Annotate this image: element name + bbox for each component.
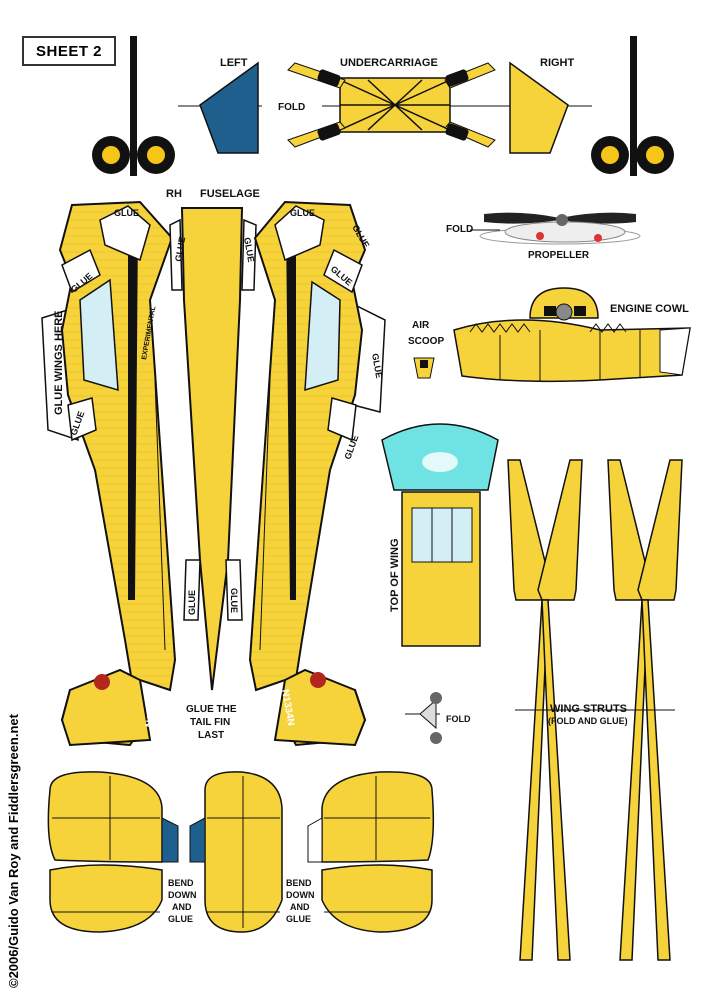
bend-label-left-3: AND bbox=[172, 902, 192, 912]
bend-label-right-4: GLUE bbox=[286, 914, 311, 924]
glue-tail-line-3: LAST bbox=[198, 730, 224, 741]
fuselage-label: FUSELAGE bbox=[200, 188, 260, 200]
wing-struts-label: WING STRUTS bbox=[550, 703, 627, 715]
right-tail-panel bbox=[506, 61, 592, 154]
glue-tab-label: GLUE bbox=[290, 208, 315, 218]
top-of-wing-label: TOP OF WING bbox=[389, 538, 401, 612]
stabilizer-right bbox=[307, 771, 435, 933]
bend-label-left-1: BEND bbox=[168, 878, 194, 888]
stabilizer-center bbox=[189, 771, 283, 933]
fold-label-tail-wheel: FOLD bbox=[446, 714, 471, 724]
air-scoop-part bbox=[413, 357, 435, 379]
glue-tab-label: GLUE bbox=[173, 236, 187, 262]
top-of-wing-part bbox=[381, 423, 499, 647]
bend-label-left-2: DOWN bbox=[168, 890, 197, 900]
left-tail-panel bbox=[178, 61, 262, 154]
stabilizer-left bbox=[47, 771, 179, 933]
bend-label-right-2: DOWN bbox=[286, 890, 315, 900]
wheel-pair-left bbox=[92, 36, 175, 176]
left-label: LEFT bbox=[220, 57, 248, 69]
scoop-label: SCOOP bbox=[408, 336, 444, 347]
wheel-pair-right bbox=[591, 36, 674, 176]
glue-tab-label: GLUE bbox=[242, 237, 256, 263]
glue-tab-label: GLUE bbox=[370, 353, 384, 379]
glue-tab-label: GLUE bbox=[114, 208, 139, 218]
tail-wheel-part bbox=[405, 692, 442, 744]
fold-and-glue-label: (FOLD AND GLUE) bbox=[548, 716, 628, 726]
wing-struts-part bbox=[507, 459, 683, 961]
bend-label-right-1: BEND bbox=[286, 878, 312, 888]
glue-wings-here-label: GLUE WINGS HERE bbox=[53, 310, 65, 415]
glue-tab-label: GLUE bbox=[187, 590, 197, 615]
glue-tail-line-2: TAIL FIN bbox=[190, 717, 230, 728]
right-label: RIGHT bbox=[540, 57, 575, 69]
registration-left: N1334N bbox=[144, 690, 161, 728]
fold-label-propeller: FOLD bbox=[446, 224, 473, 235]
undercarriage-part bbox=[287, 62, 560, 148]
fuselage-left-side bbox=[41, 200, 177, 747]
bend-label-right-3: AND bbox=[290, 902, 310, 912]
propeller-label: PROPELLER bbox=[528, 250, 590, 261]
propeller-part bbox=[470, 212, 641, 245]
copyright-notice: ©2006/Guido Van Roy and Fiddlersgreen.ne… bbox=[6, 714, 21, 988]
fuselage-right-side bbox=[248, 200, 386, 747]
sheet-number-label: SHEET 2 bbox=[35, 42, 103, 60]
bend-label-left-4: GLUE bbox=[168, 914, 193, 924]
fold-label-undercarriage: FOLD bbox=[278, 102, 305, 113]
engine-cowl-label: ENGINE COWL bbox=[610, 303, 689, 315]
undercarriage-label: UNDERCARRIAGE bbox=[340, 57, 438, 69]
engine-cowl-part bbox=[453, 287, 691, 383]
glue-tail-line-1: GLUE THE bbox=[186, 704, 237, 715]
rh-label: RH bbox=[166, 188, 182, 200]
air-label: AIR bbox=[412, 320, 430, 331]
glue-tab-label: GLUE bbox=[229, 588, 239, 613]
sheet-number-box: SHEET 2 bbox=[22, 36, 116, 66]
fuselage-top-strip bbox=[169, 207, 257, 691]
